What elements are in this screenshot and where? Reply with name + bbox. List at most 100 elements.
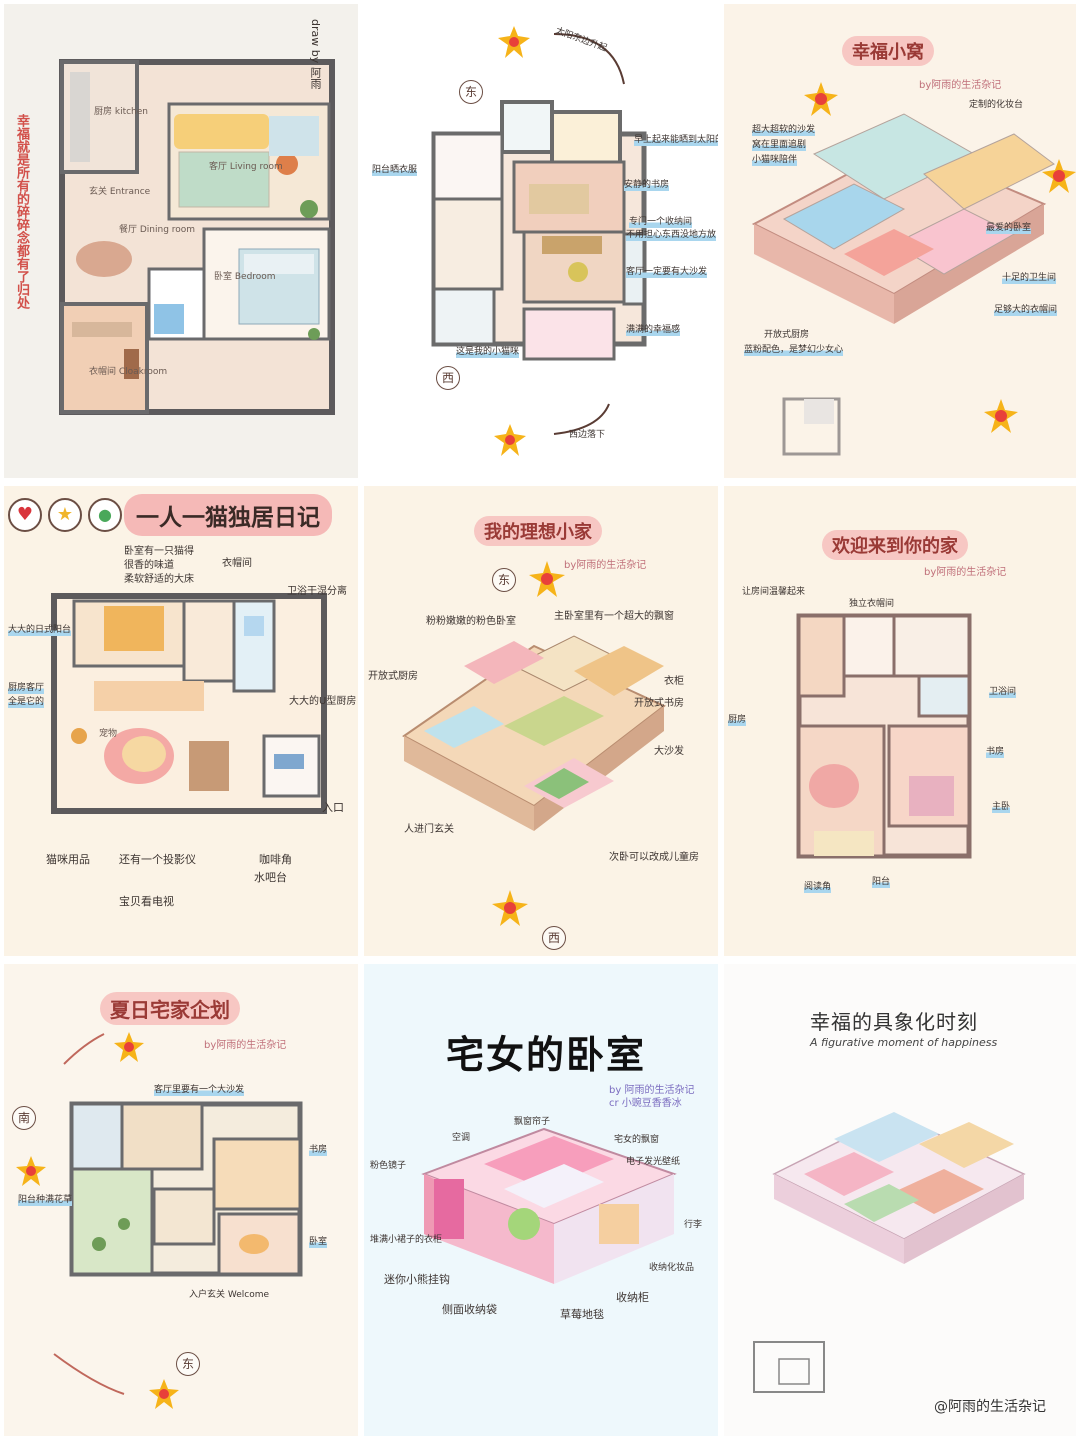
isometric-drawing [753, 1112, 1026, 1393]
sun-icon [16, 1156, 46, 1186]
tile-floorplan-6: 欢迎来到你的家 by阿雨的生活杂记 让房间温馨起来 独立衣帽间 卫浴间 阳台 主… [724, 486, 1076, 956]
tile8-byline-2: cr 小豌豆香香冰 [609, 1098, 682, 1109]
note-sidebag: 侧面收纳袋 [442, 1303, 497, 1316]
note-study: 开放式书房 [634, 698, 684, 709]
note-sofa: 客厅里要有一个大沙发 [154, 1084, 245, 1096]
note-coffee: 咖啡角 [259, 853, 292, 866]
note-cat: 这是我的小猫咪 [456, 346, 520, 358]
tile7-title: 夏日宅家企划 [100, 992, 240, 1025]
note-vanity: 定制的化妆台 [969, 100, 1024, 110]
isometric-drawing [751, 113, 1055, 456]
note-bar: 水吧台 [254, 871, 287, 884]
note-balcony: 阳台种满花草 [18, 1194, 73, 1206]
note-balcony: 阳台 [872, 876, 891, 888]
tile9-subtitle: A figurative moment of happiness [810, 1036, 998, 1049]
room-cloakroom: 衣帽间 Cloakroom [89, 367, 168, 377]
note-kitchen: 开放式厨房 [368, 671, 418, 682]
floorplan-drawing [59, 59, 335, 415]
note-ac: 空调 [452, 1133, 471, 1143]
note-all-its: 全是它的 [8, 696, 45, 708]
star-icon: ★ [48, 498, 82, 532]
note-balcony: 阳台晒衣服 [372, 164, 418, 176]
tile4-title: 一人一猫独居日记 [124, 494, 332, 536]
note-curtain: 飘窗帘子 [514, 1117, 551, 1127]
note-entrance: 入口 [322, 801, 344, 814]
direction-east: 东 [459, 80, 483, 104]
tile-floorplan-9: 幸福的具象化时刻 A figurative moment of happines… [724, 964, 1076, 1436]
note-bedroom-2: 很香的味道 [124, 560, 174, 571]
tile3-byline: by阿雨的生活杂记 [919, 80, 1002, 91]
note-kitchen: 开放式厨房 [764, 330, 810, 340]
tile6-title: 欢迎来到你的家 [822, 530, 968, 560]
tile8-title: 宅女的卧室 [446, 1033, 647, 1077]
note-sofa: 超大超软的沙发 [752, 124, 816, 136]
note-projector: 还有一个投影仪 [119, 853, 196, 866]
sun-icon [984, 399, 1018, 433]
note-kitchen-living: 厨房客厅 [8, 682, 45, 694]
note-cat: 小猫咪陪伴 [752, 154, 798, 166]
note-balcony: 大大的日式阳台 [8, 624, 72, 636]
tile-bedroom-8: 宅女的卧室 by 阿雨的生活杂记 cr 小豌豆香香冰 飘窗帘子 空调 宅女的飘窗… [364, 964, 718, 1436]
tile-floorplan-2: 东 西 太阳东边升起 西边落下 早上起来能晒到太阳的卧室 安静的书房 专门一个收… [364, 4, 718, 478]
isometric-drawing [421, 1127, 677, 1284]
note-study: 安静的书房 [624, 179, 670, 191]
floorplan-drawing [51, 593, 327, 814]
room-living: 客厅 Living room [209, 162, 283, 172]
note-u-kitchen: 大大的U型厨房 [289, 696, 357, 707]
sun-icon [529, 561, 565, 597]
tile5-byline: by阿雨的生活杂记 [564, 560, 647, 571]
note-pink-bedroom: 粉粉嫩嫩的粉色卧室 [426, 616, 516, 627]
message-icon: ● [88, 498, 122, 532]
note-cabinet: 收纳柜 [616, 1291, 649, 1304]
heart-icon: ♥ [8, 498, 42, 532]
note-kitchen: 厨房 [728, 714, 747, 726]
tile3-title: 幸福小窝 [842, 36, 934, 66]
floorplan-drawing [431, 33, 647, 435]
tile5-title: 我的理想小家 [474, 516, 602, 546]
tile9-credit: @阿雨的生活杂记 [934, 1399, 1046, 1415]
tile8-byline-1: by 阿雨的生活杂记 [609, 1085, 695, 1096]
note-bedroom: 最爱的卧室 [986, 222, 1032, 234]
note-bay-window: 主卧室里有一个超大的飘窗 [554, 611, 674, 622]
isometric-drawing [402, 635, 666, 831]
note-mirror: 粉色镜子 [370, 1161, 407, 1171]
note-luggage: 行李 [684, 1220, 703, 1230]
tile6-byline: by阿雨的生活杂记 [924, 567, 1007, 578]
note-bedroom: 早上起来能晒到太阳的卧室 [634, 134, 718, 146]
direction-west: 西 [542, 926, 566, 950]
note-bath: 十足的卫生间 [1002, 272, 1057, 284]
tile1-title: 幸福就是所有的碎碎念都有了归处 [14, 114, 29, 309]
note-color: 蓝粉配色，是梦幻少女心 [744, 344, 844, 356]
note-entrance: 人进门玄关 [404, 824, 454, 835]
note-bath: 卫浴间 [989, 686, 1017, 698]
note-study: 书房 [986, 746, 1005, 758]
tile-floorplan-3: 幸福小窝 by阿雨的生活杂记 超大超软的沙发 窝在里面追剧 小猫咪陪伴 开放式厨… [724, 4, 1076, 478]
note-sofa: 客厅一定要有大沙发 [626, 266, 708, 278]
sun-icon [804, 82, 838, 116]
note-storage-2: 不用担心东西没地方放 [626, 229, 717, 241]
direction-west: 西 [436, 366, 460, 390]
tile-floorplan-7: 夏日宅家企划 by阿雨的生活杂记 南 东 客厅里要有一个大沙发 阳台种满花草 书… [4, 964, 358, 1436]
note-happy: 满满的幸福感 [626, 324, 681, 336]
note-drama: 窝在里面追剧 [752, 139, 807, 151]
sun-icon [149, 1379, 179, 1409]
note-bedroom: 卧室 [309, 1236, 328, 1248]
note-cloak: 足够大的衣帽间 [994, 304, 1058, 316]
note-bedroom-1: 卧室有一只猫得 [124, 546, 194, 557]
note-storage: 专门一个收纳间 [629, 216, 693, 228]
note-kids-room: 次卧可以改成儿童房 [609, 852, 699, 863]
tile1-draw-by: draw by 阿雨 [309, 19, 322, 89]
tile-floorplan-4: ♥ ★ ● 一人一猫独居日记 卧室有一只猫得 很香的味道 柔软舒适的大床 衣帽间… [4, 486, 358, 956]
sun-icon [1042, 159, 1076, 193]
note-wallpaper: 电子发光壁纸 [626, 1157, 681, 1167]
note-master: 主卧 [992, 801, 1011, 813]
note-warm: 让房间温馨起来 [742, 587, 806, 597]
tile-floorplan-5: 我的理想小家 by阿雨的生活杂记 东 西 粉粉嫩嫩的粉色卧室 主卧室里有一个超大… [364, 486, 718, 956]
floorplan-drawing [53, 1033, 303, 1395]
note-watch-tv: 宝贝看电视 [119, 895, 174, 908]
sun-icon [492, 890, 528, 926]
sun-icon [114, 1032, 144, 1062]
room-kitchen: 厨房 kitchen [94, 107, 148, 117]
note-bath: 卫浴干湿分离 [287, 586, 347, 597]
